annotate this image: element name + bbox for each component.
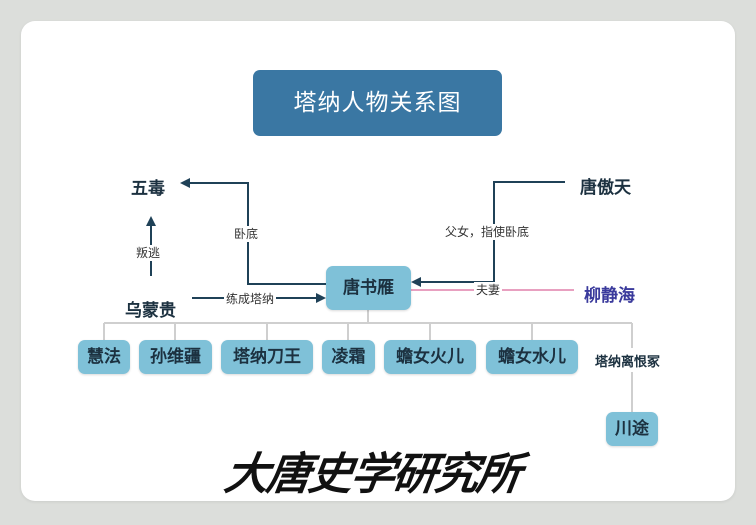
person-tangaotian: 唐傲天 — [580, 178, 631, 198]
member-node: 蟾女水儿 — [486, 340, 578, 374]
person-wudu: 五毒 — [131, 179, 165, 199]
tanahengzhong-label: 塔纳离恨冢 — [593, 351, 663, 370]
node-chuantu: 川途 — [606, 412, 658, 446]
node-tangshuyan: 唐书雁 — [326, 266, 411, 310]
calligraphy-logo: 大唐史学研究所 — [221, 449, 523, 500]
member-node: 凌霜 — [322, 340, 375, 374]
member-node: 塔纳刀王 — [221, 340, 313, 374]
edge-label-lianchengtana: 练成塔纳 — [224, 291, 277, 307]
edge-label-woti: 卧底 — [232, 226, 261, 242]
member-node: 孙维疆 — [139, 340, 212, 374]
edge-label-fuqi: 夫妻 — [474, 282, 503, 298]
edge-label-fatherdaughter: 父女，指使卧底 — [443, 224, 532, 240]
member-node: 慧法 — [78, 340, 130, 374]
person-liujinghai: 柳静海 — [584, 286, 635, 306]
diagram-title: 塔纳人物关系图 — [253, 70, 502, 136]
person-wumenggui: 乌蒙贵 — [125, 301, 176, 321]
member-node: 蟾女火儿 — [384, 340, 476, 374]
edge-label-pantao: 叛逃 — [134, 245, 163, 261]
